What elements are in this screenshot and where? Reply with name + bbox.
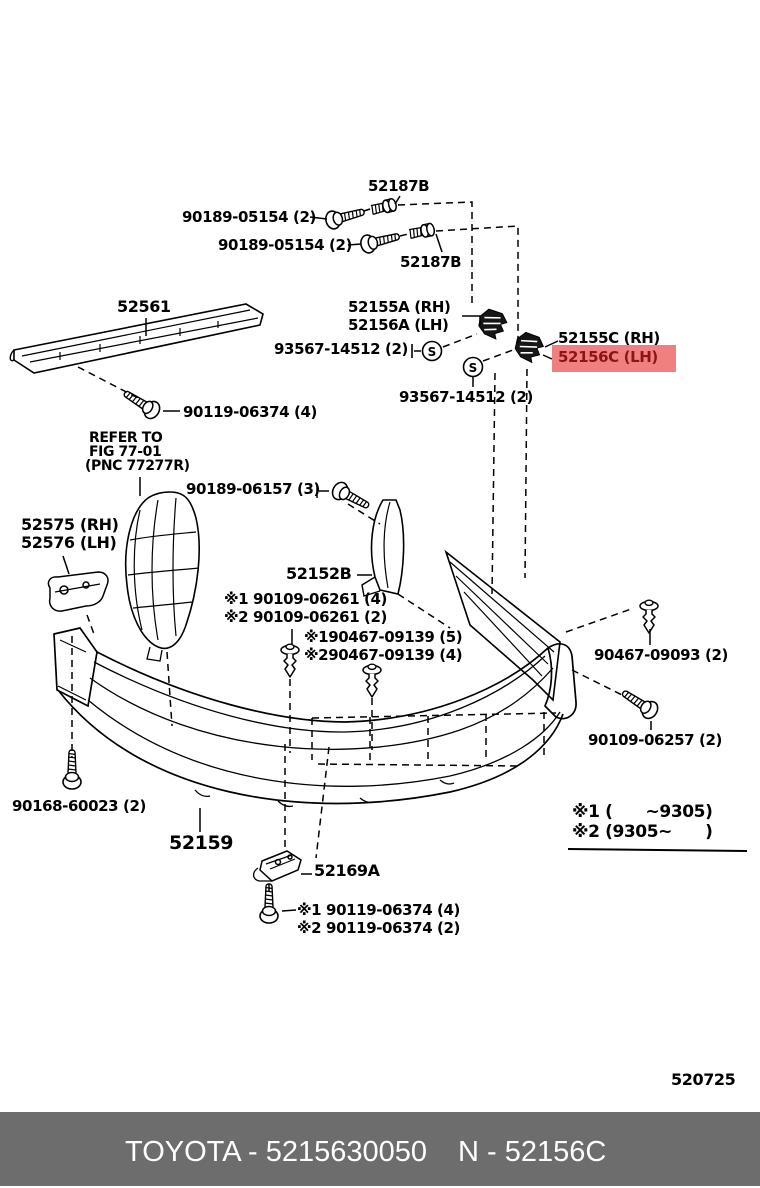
label-90189-05154-a[interactable]: 90189-05154 (2) [182,208,316,226]
label-90119-06374-2[interactable]: ※2 90119-06374 (2) [297,919,461,937]
footer-part-number: TOYOTA - 5215630050 [125,1136,428,1168]
label-52159[interactable]: 52159 [169,832,234,854]
s-marker-icon: S S [411,340,484,378]
label-90109-06261-1[interactable]: ※1 90109-06261 (4) [224,590,388,608]
bumper-top-panel-drawing [444,549,561,702]
label-90119-06374[interactable]: 90119-06374 (4) [183,403,317,421]
spring-clip-icon [476,307,547,365]
label-52155c-rh[interactable]: 52155C (RH) [558,329,660,347]
label-52156a-lh[interactable]: 52156A (LH) [348,316,449,334]
label-52561[interactable]: 52561 [117,297,171,316]
highlight-box [552,345,676,372]
dashed-lines [71,201,635,896]
bumper-cover-drawing [53,627,577,808]
leader-lines [62,195,748,912]
label-90109-06261-2[interactable]: ※2 90109-06261 (2) [224,608,388,626]
reinforcement-52561-drawing [9,303,264,374]
svg-text:S: S [469,361,478,375]
label-90467-09139-2[interactable]: ※290467-09139 (4) [304,646,463,664]
legend-row-1: ※1 ( ~9305) [572,802,713,822]
label-90109-06257[interactable]: 90109-06257 (2) [588,731,722,749]
note-refer-to: REFER TO [89,430,163,446]
label-90119-06374-1[interactable]: ※1 90119-06374 (4) [297,901,461,919]
label-90168-60023[interactable]: 90168-60023 (2) [12,797,146,815]
label-90467-09093[interactable]: 90467-09093 (2) [594,646,728,664]
label-52156c-lh-highlighted[interactable]: 52156C (LH) [558,348,658,366]
figure-code: 520725 [671,1070,736,1089]
label-52187b-top[interactable]: 52187B [368,177,430,195]
svg-text:S: S [428,345,437,359]
side-support-52152b-drawing [361,499,405,597]
footer-bar: TOYOTA - 5215630050 N - 52156C [0,1112,760,1186]
label-52576-lh[interactable]: 52576 (LH) [21,533,117,552]
label-52155a-rh[interactable]: 52155A (RH) [348,298,451,316]
legend-row-2: ※2 (9305~ ) [572,822,713,842]
license-bracket-52169a-drawing [252,850,302,882]
label-93567-14512-b[interactable]: 93567-14512 (2) [399,388,533,406]
label-52152b[interactable]: 52152B [286,564,352,583]
label-52575-rh[interactable]: 52575 (RH) [21,515,119,534]
note-pnc: (PNC 77277R) [85,458,190,474]
label-93567-14512-a[interactable]: 93567-14512 (2) [274,340,408,358]
label-52187b-bottom[interactable]: 52187B [400,253,462,271]
fender-liner-drawing [124,491,200,662]
footer-reference: N - 52156C [458,1136,607,1168]
label-52169a[interactable]: 52169A [314,861,380,880]
label-90189-05154-b[interactable]: 90189-05154 (2) [218,236,352,254]
note-fig: FIG 77-01 [89,444,162,460]
bracket-52575-drawing [47,571,109,612]
label-90467-09139-1[interactable]: ※190467-09139 (5) [304,628,463,646]
label-90189-06157[interactable]: 90189-06157 (3) [186,480,320,498]
